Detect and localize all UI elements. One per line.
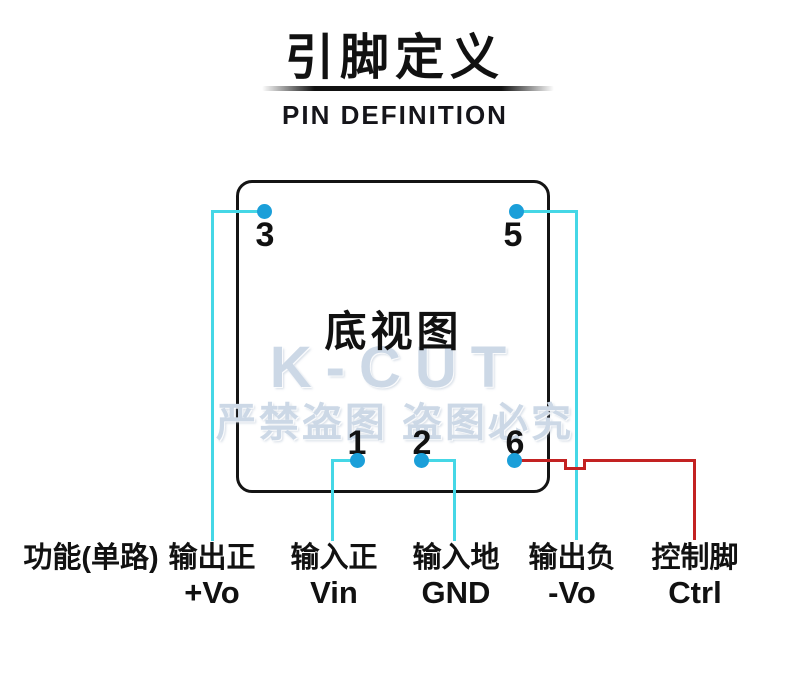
module-outline: [236, 180, 550, 493]
pin5-wire-horizontal: [517, 210, 578, 213]
pin1-wire-horizontal: [331, 459, 359, 462]
ctrl-wire-horizontal-2: [583, 459, 696, 462]
pin5-number-label: 5: [503, 216, 523, 254]
title-separator: [262, 86, 554, 91]
ctrl-wire-notch-bottom: [564, 467, 586, 470]
pin5-dot: [509, 204, 524, 219]
legend-input-ground-cn: 输入地: [412, 542, 500, 574]
legend-control-pin-cn: 控制脚: [651, 542, 739, 574]
ctrl-wire-vertical: [693, 459, 696, 540]
legend-output-positive: 输出正 +Vo: [152, 541, 272, 609]
pin3-number-label: 3: [255, 216, 275, 254]
legend-control-pin-en: Ctrl: [668, 575, 722, 610]
legend-control-pin: 控制脚 Ctrl: [635, 541, 755, 609]
legend-input-ground: 输入地 GND: [396, 541, 516, 609]
pin3-wire-vertical: [211, 210, 214, 541]
legend-input-positive-en: Vin: [310, 575, 358, 610]
legend-output-positive-cn: 输出正: [168, 542, 256, 574]
pin2-wire-vertical: [453, 459, 456, 541]
legend-input-positive-cn: 输入正: [290, 542, 378, 574]
pin5-wire-vertical: [575, 210, 578, 540]
pin6-dot: [507, 453, 522, 468]
legend-input-ground-en: GND: [421, 575, 491, 610]
legend-function: 功能(单路): [11, 541, 171, 576]
ctrl-wire-horizontal-1: [514, 459, 567, 462]
page-title-cn: 引脚定义: [284, 31, 505, 85]
pin3-dot: [257, 204, 272, 219]
pin2-wire-horizontal: [421, 459, 456, 462]
ctrl-wire-notch-down: [564, 459, 567, 470]
legend-output-positive-en: +Vo: [184, 575, 240, 610]
legend-input-positive: 输入正 Vin: [274, 541, 394, 609]
pin3-wire-horizontal: [211, 210, 266, 213]
pin1-wire-vertical: [331, 459, 334, 541]
ctrl-wire-notch-up: [583, 459, 586, 470]
pin1-dot: [350, 453, 365, 468]
legend-output-negative: 输出负 -Vo: [512, 541, 632, 609]
legend-function-cn: 功能(单路): [23, 542, 159, 574]
legend-output-negative-en: -Vo: [548, 575, 596, 610]
view-label: 底视图: [324, 308, 463, 355]
page-title-en: PIN DEFINITION: [282, 100, 508, 130]
pin2-number-label: 2: [412, 424, 432, 462]
pin1-number-label: 1: [347, 424, 367, 462]
legend-output-negative-cn: 输出负: [528, 542, 616, 574]
pin6-number-label: 6: [505, 424, 525, 462]
pin2-dot: [414, 453, 429, 468]
